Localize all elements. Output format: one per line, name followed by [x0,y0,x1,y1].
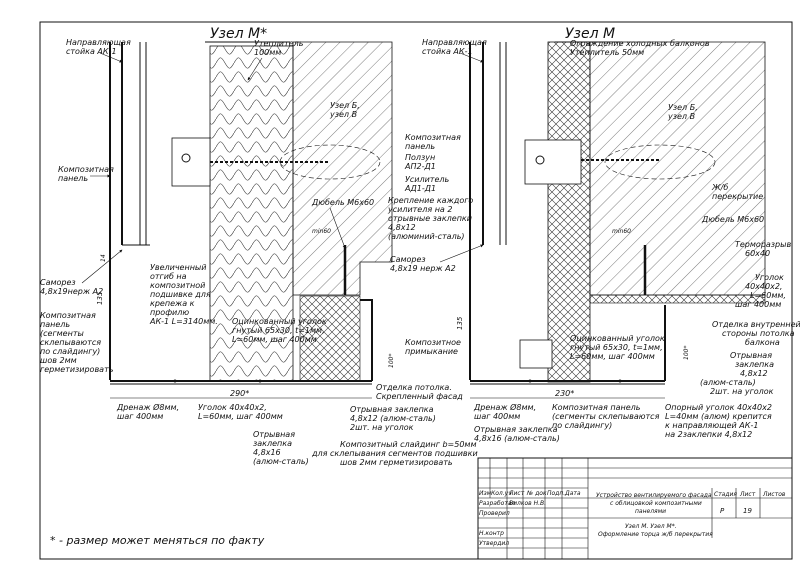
svg-text:135: 135 [456,316,464,330]
svg-text:100*: 100* [683,346,690,360]
right-enclosure [547,41,591,383]
sheet-frame [39,21,793,560]
footnote: * - размер может меняться по факту [50,534,265,547]
left-bracket [171,137,211,187]
svg-text:min60: min60 [612,228,631,235]
svg-text:Уголок 40х40х2,L=60мм, шаг 400: Уголок 40х40х2,L=60мм, шаг 400мм [198,403,283,421]
svg-text:230*: 230* [555,389,574,398]
svg-text:min60: min60 [312,228,331,235]
svg-text:19: 19 [743,507,752,515]
svg-text:Узел Б,узел В: Узел Б,узел В [667,103,698,121]
svg-text:Подп.: Подп. [547,490,565,497]
left-insulation [209,45,294,382]
svg-text:Отделка потолка.Скрепленный фа: Отделка потолка.Скрепленный фасад [376,383,463,401]
right-bracket [524,139,582,185]
svg-text:Дренаж Ø8мм,шаг 400мм: Дренаж Ø8мм,шаг 400мм [473,402,536,421]
svg-text:Утвердил: Утвердил [479,540,509,547]
svg-text:14: 14 [100,254,107,262]
svg-text:Лист: Лист [508,490,525,497]
svg-text:Дюбель М6х60: Дюбель М6х60 [311,198,374,207]
left-title: Узел М* [210,26,267,42]
svg-text:Разработал: Разработал [479,500,516,507]
svg-text:Узел М. Узел М*.Оформление тор: Узел М. Узел М*.Оформление торца ж/б пер… [598,523,713,538]
svg-text:290*: 290* [230,389,249,398]
svg-text:Р: Р [720,507,725,515]
svg-text:Композитная панель(сегменты ск: Композитная панель(сегменты склепываются… [552,403,660,430]
left-concrete-slab [292,41,393,296]
svg-text:100*: 100* [388,354,395,368]
svg-text:Лист: Лист [739,491,756,498]
svg-text:135: 135 [96,291,104,305]
svg-text:Дата: Дата [564,490,581,497]
title-block: Изм Кол.уч Лист № док Подп. Дата Разрабо… [477,457,793,560]
svg-text:Вилков Н.В.: Вилков Н.В. [509,500,546,507]
svg-text:Дренаж Ø8мм,шаг 400мм: Дренаж Ø8мм,шаг 400мм [116,402,179,421]
svg-text:Узел Б,узел В: Узел Б,узел В [329,101,360,119]
right-concrete-slab [589,41,766,296]
svg-text:Листов: Листов [762,491,786,498]
svg-text:Дюбель М6х60: Дюбель М6х60 [701,215,764,224]
svg-text:Стадия: Стадия [714,491,737,498]
svg-text:Н.контр: Н.контр [479,530,504,537]
svg-text:Проверил: Проверил [479,510,510,517]
svg-text:Кол.уч: Кол.уч [491,490,512,497]
right-title: Узел М [565,26,615,42]
svg-text:Изм: Изм [479,490,492,497]
svg-text:№ док: № док [526,490,547,497]
